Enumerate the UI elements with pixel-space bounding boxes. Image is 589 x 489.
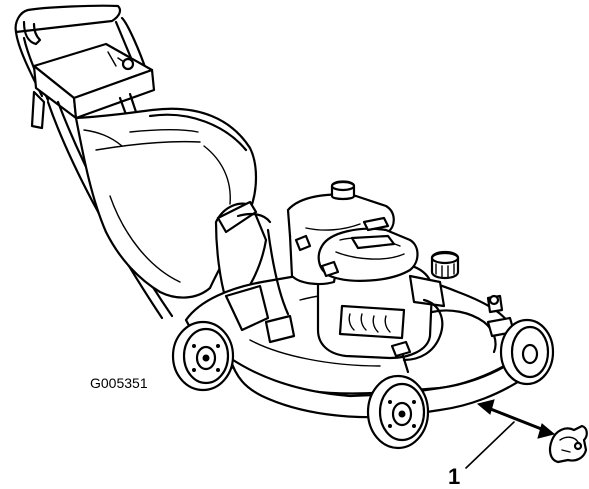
removed-component (548, 424, 588, 464)
callout-1: 1 (448, 421, 515, 489)
engine (286, 180, 504, 360)
rear-left-wheel (171, 320, 235, 392)
front-wheel (366, 374, 430, 450)
rear-right-wheel (499, 318, 555, 386)
callout-number: 1 (448, 464, 460, 489)
double-arrow (476, 399, 556, 439)
figure-code: G005351 (90, 375, 148, 391)
